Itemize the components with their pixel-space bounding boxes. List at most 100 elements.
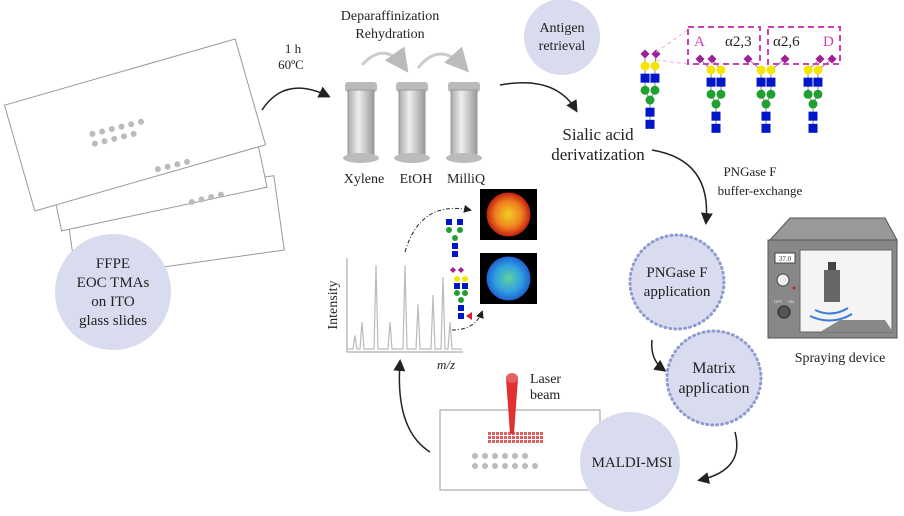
- sialic-acid-icon: [815, 54, 825, 64]
- sialic-acid-icon: [707, 54, 717, 64]
- spectrum-xlabel: m/z: [437, 357, 455, 372]
- sialic-acid-icon: [449, 266, 457, 274]
- grey-arrow-1: [360, 46, 409, 73]
- small-glycans: [446, 219, 472, 320]
- mannose-icon: [813, 89, 823, 99]
- galactose-icon: [803, 65, 813, 75]
- glcnac-icon: [645, 119, 655, 129]
- glcnac-icon: [706, 77, 716, 87]
- mannose-icon: [808, 99, 818, 109]
- incubation-arrow: [261, 86, 331, 111]
- glcnac-icon: [808, 123, 818, 133]
- mannose-icon: [716, 89, 726, 99]
- jar-etoh: [394, 82, 430, 163]
- mannose-icon: [761, 99, 771, 109]
- mannose-icon: [462, 290, 468, 296]
- glcnac-icon: [452, 251, 458, 257]
- glcnac-icon: [711, 111, 721, 121]
- glcnac-icon: [650, 73, 660, 83]
- laser-label-line1: Laser: [530, 372, 561, 387]
- grey-arrow-2: [416, 46, 469, 73]
- mannose-icon: [457, 227, 463, 233]
- mass-spectrum: Intensity m/z: [326, 204, 484, 372]
- sialic-acid-icon: [743, 54, 753, 64]
- glycan-structures: [640, 49, 837, 133]
- staining-jars: Xylene EtOH MilliQ: [343, 82, 485, 187]
- glcnac-icon: [711, 123, 721, 133]
- sprayer-on: ON: [788, 299, 794, 304]
- galactose-icon: [640, 61, 650, 71]
- fucose-icon: [466, 312, 472, 320]
- glcnac-icon: [457, 219, 463, 225]
- incubation-temperature: 60ºC: [278, 57, 304, 72]
- laser-label-line2: beam: [530, 388, 560, 403]
- incubation-time: 1 h: [285, 41, 302, 56]
- jar-milliq: [446, 82, 482, 163]
- ffpe-slides-circle: FFPE EOC TMAs on ITO glass slides: [55, 234, 171, 350]
- mannose-icon: [452, 235, 458, 241]
- pngase-app-line1: PNGase F: [646, 265, 707, 281]
- glcnac-icon: [458, 305, 464, 311]
- maldi-label: MALDI-MSI: [592, 455, 673, 471]
- label-a: A: [694, 34, 705, 50]
- linkage-boxes: A α2,3 α2,6 D: [655, 26, 841, 65]
- spectrum-ylabel: Intensity: [326, 281, 341, 330]
- deparaffinization-label: Deparaffinization: [341, 9, 439, 24]
- sialic-acid-icon: [695, 54, 705, 64]
- laser-beam: [506, 378, 518, 434]
- pngase-application-circle: PNGase F application: [628, 233, 726, 331]
- mannose-icon: [446, 227, 452, 233]
- matrix-app-line1: Matrix: [692, 360, 736, 377]
- ffpe-label-line3: on ITO: [91, 294, 135, 310]
- spraying-device-label: Spraying device: [795, 351, 886, 366]
- dashed-arrow-upper: [404, 204, 472, 253]
- maldi-msi-circle: MALDI-MSI: [580, 412, 680, 512]
- label-alpha26: α2,6: [773, 34, 800, 50]
- laser-raster-grid: [488, 432, 543, 443]
- mannose-icon: [645, 95, 655, 105]
- glcnac-icon: [458, 313, 464, 319]
- ffpe-label-line2: EOC TMAs: [77, 275, 150, 291]
- arrow-to-maldi: [697, 431, 738, 484]
- arrow-to-sialic: [499, 82, 578, 113]
- glcnac-icon: [454, 283, 460, 289]
- mannose-icon: [756, 89, 766, 99]
- galactose-icon: [716, 65, 726, 75]
- glcnac-icon: [756, 77, 766, 87]
- glcnac-icon: [645, 107, 655, 117]
- antigen-label-line2: retrieval: [539, 39, 586, 54]
- galactose-icon: [756, 65, 766, 75]
- pngase-app-line2: application: [644, 284, 711, 300]
- ffpe-label-line4: glass slides: [79, 313, 147, 329]
- mannose-icon: [766, 89, 776, 99]
- galactose-icon: [706, 65, 716, 75]
- mannose-icon: [711, 99, 721, 109]
- glcnac-icon: [761, 111, 771, 121]
- pngase-buffer-line2: buffer-exchange: [718, 183, 803, 198]
- mannose-icon: [650, 85, 660, 95]
- jar-label-milliq: MilliQ: [447, 172, 485, 187]
- arrow-to-matrix: [651, 339, 667, 372]
- mannose-icon: [640, 85, 650, 95]
- sialic-acid-icon: [651, 49, 661, 59]
- glcnac-icon: [813, 77, 823, 87]
- spectrum-trace: [348, 265, 462, 350]
- glcnac-icon: [640, 73, 650, 83]
- sialic-acid-icon: [780, 54, 790, 64]
- antigen-retrieval-circle: Antigen retrieval: [524, 0, 600, 75]
- mannose-icon: [458, 297, 464, 303]
- glcnac-icon: [808, 111, 818, 121]
- arrow-to-spectrum: [393, 359, 431, 453]
- ffpe-label-line1: FFPE: [96, 256, 130, 272]
- label-alpha23: α2,3: [725, 34, 752, 50]
- antigen-label-line1: Antigen: [539, 21, 584, 36]
- sialic-label-line2: derivatization: [551, 145, 645, 164]
- jar-label-etoh: EtOH: [400, 172, 433, 187]
- arrow-to-pngase: [651, 149, 713, 225]
- glcnac-icon: [716, 77, 726, 87]
- glcnac-icon: [462, 283, 468, 289]
- sialic-acid-icon: [457, 266, 465, 274]
- sprayer-knob: [777, 305, 791, 319]
- glcnac-icon: [446, 219, 452, 225]
